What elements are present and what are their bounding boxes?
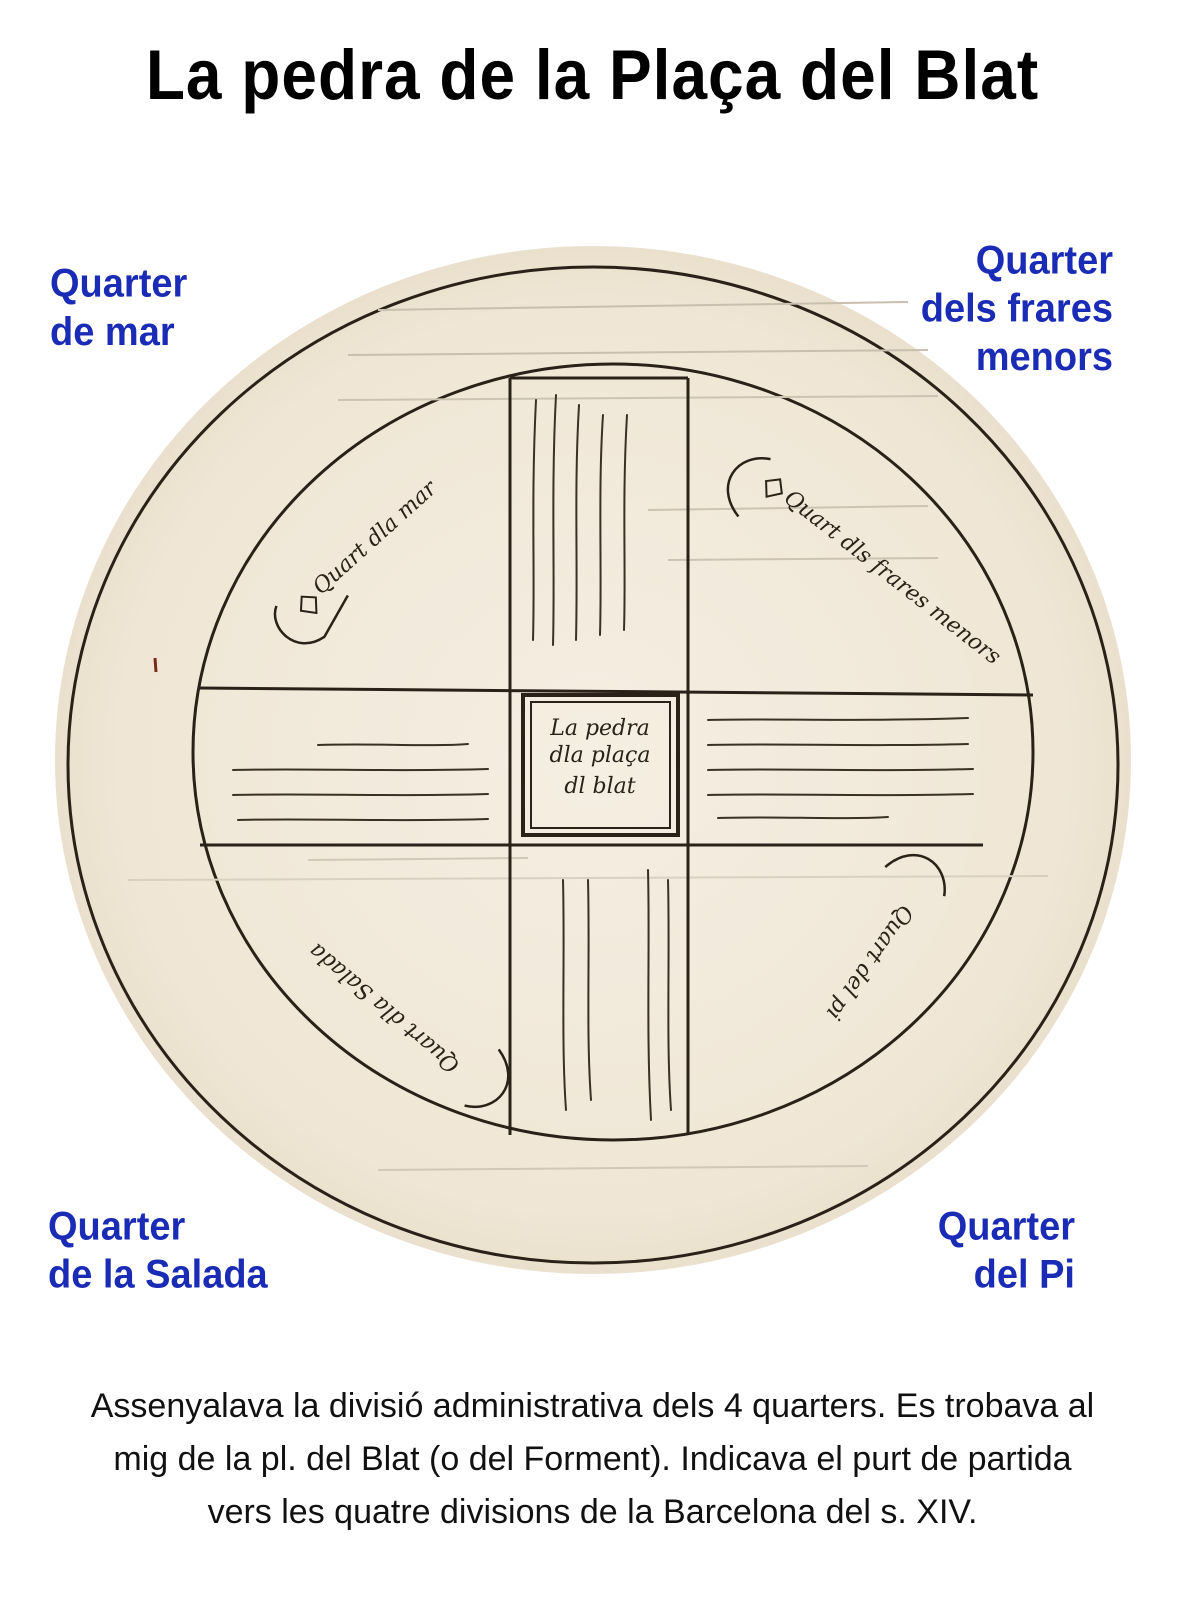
quarter-label-del-pi: Quarter del Pi [938,1203,1075,1300]
quarter-label-line: Quarter [50,261,188,306]
center-text-line-2: dla plaça [550,743,651,768]
quarter-label-line: del Pi [973,1253,1075,1298]
outer-ring [66,265,1120,1265]
quarter-label-line: Quarter [937,1204,1075,1249]
quarter-label-line: menors [975,335,1113,380]
quarter-label-frares-menors: Quarter dels frares menors [921,237,1113,382]
inner-circle [191,362,1035,1142]
bleed-through-lines [127,301,1049,1171]
quarter-label-de-mar: Quarter de mar [50,260,187,357]
edge-mark [153,657,158,673]
center-text-line-3: dl blat [564,774,635,799]
cross-bands [199,376,1034,1135]
center-text-line-1: La pedra [549,716,650,741]
band-scribbles [232,394,974,1121]
quarter-label-line: Quarter [48,1204,186,1249]
caption-line: mig de la pl. del Blat (o del Forment). … [113,1440,1072,1478]
quarter-label-line: de la Salada [48,1253,268,1298]
caption: Assenyalava la divisió administrativa de… [40,1380,1145,1539]
quarter-label-salada: Quarter de la Salada [48,1203,268,1300]
caption-line: Assenyalava la divisió administrativa de… [90,1387,1095,1425]
caption-line: vers les quatre divisions de la Barcelon… [207,1493,978,1531]
page-title: La pedra de la Plaça del Blat [145,35,1040,115]
center-stone-inner-box [530,701,671,829]
outer-circle [55,246,1131,1274]
quarter-label-line: dels frares [920,286,1113,332]
stone-drawing: La pedra dla plaça dl blat Quart dla mar [55,246,1131,1274]
quarter-label-line: de mar [50,310,175,355]
quarter-label-line: Quarter [975,238,1113,283]
center-stone-box [521,693,680,837]
